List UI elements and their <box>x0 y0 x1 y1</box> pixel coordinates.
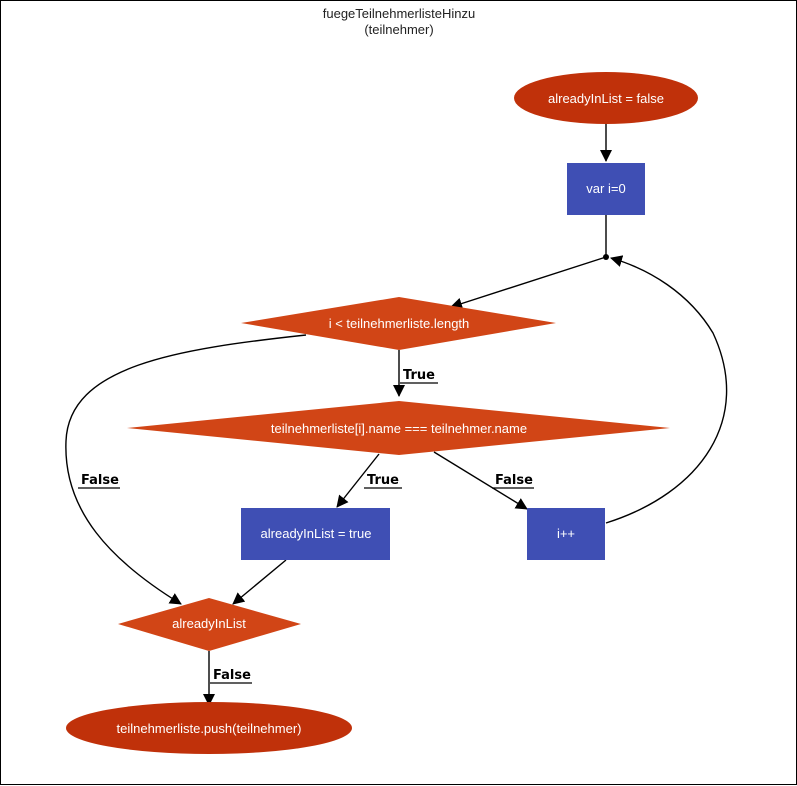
label-already-false: False <box>210 668 252 684</box>
node-increment-box: i++ <box>527 508 605 560</box>
node-already-check-diamond: alreadyInList <box>118 598 301 651</box>
node-already-check-label: alreadyInList <box>172 616 246 631</box>
node-name-check-label: teilnehmerliste[i].name === teilnehmer.n… <box>271 421 527 436</box>
edge-loop-false <box>65 334 307 605</box>
node-init-box: var i=0 <box>567 163 645 215</box>
diagram-title-line1: fuegeTeilnehmerlisteHinzu <box>323 6 475 21</box>
edge-name-false <box>433 451 528 510</box>
svg-text:False: False <box>81 473 119 488</box>
node-set-true-box: alreadyInList = true <box>241 508 390 560</box>
svg-text:True: True <box>403 368 435 383</box>
label-name-false: False <box>492 473 534 489</box>
node-loop-condition-diamond: i < teilnehmerliste.length <box>241 297 556 350</box>
node-push-label: teilnehmerliste.push(teilnehmer) <box>117 721 302 736</box>
label-name-true: True <box>364 473 402 489</box>
node-init-label: var i=0 <box>586 181 625 196</box>
edge-increment-to-junction <box>605 255 728 524</box>
node-start-label: alreadyInList = false <box>548 91 664 106</box>
edge-set-true-to-check <box>232 559 287 605</box>
label-loop-true: True <box>400 368 438 384</box>
edge-name-true <box>336 453 380 508</box>
node-set-true-label: alreadyInList = true <box>261 526 372 541</box>
diagram-title-line2: (teilnehmer) <box>364 22 433 37</box>
node-name-check-diamond: teilnehmerliste[i].name === teilnehmer.n… <box>127 401 670 455</box>
node-push-ellipse: teilnehmerliste.push(teilnehmer) <box>66 702 352 754</box>
node-start-ellipse: alreadyInList = false <box>514 72 698 124</box>
svg-text:False: False <box>213 668 251 683</box>
edge-junction-to-loop-condition <box>450 256 607 310</box>
label-loop-false: False <box>78 473 120 489</box>
node-increment-label: i++ <box>557 526 575 541</box>
node-loop-condition-label: i < teilnehmerliste.length <box>329 316 470 331</box>
svg-text:False: False <box>495 473 533 488</box>
svg-text:True: True <box>367 473 399 488</box>
